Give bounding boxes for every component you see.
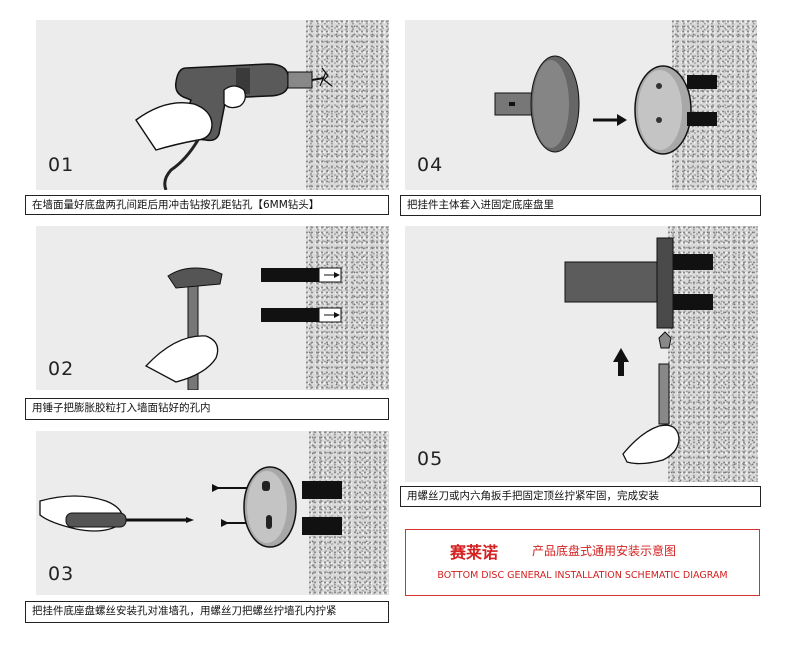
step-02-caption: 用锤子把膨胀胶粒打入墙面钻好的孔内 <box>25 398 389 420</box>
step-number: 05 <box>417 448 444 470</box>
step-03-caption: 把挂件底座盘螺丝安装孔对准墙孔，用螺丝刀把螺丝拧墙孔内拧紧 <box>25 601 389 623</box>
hook-body-icon <box>564 237 713 329</box>
drill-icon <box>135 63 333 190</box>
wall-plug-icon <box>261 267 342 323</box>
base-disc-icon <box>212 466 342 548</box>
step-01-caption: 在墙面量好底盘两孔间距后用冲击钻按孔距钻孔【6MM钻头】 <box>25 195 389 215</box>
hex-key-icon <box>622 331 680 465</box>
screwdriver-icon <box>39 495 194 532</box>
base-disc-icon <box>634 65 717 155</box>
step-03-panel: 03 <box>36 431 389 595</box>
wall-texture <box>306 226 389 390</box>
hammer-icon <box>144 267 223 390</box>
wall-texture <box>672 20 757 190</box>
step-number: 04 <box>417 154 444 176</box>
step-05-panel: 05 <box>405 226 758 482</box>
step-01-panel: 01 <box>36 20 389 190</box>
brand-subtitle: BOTTOM DISC GENERAL INSTALLATION SCHEMAT… <box>437 570 728 581</box>
hook-body-icon <box>494 55 580 153</box>
arrow-icon <box>593 114 627 126</box>
step-number: 01 <box>48 154 75 176</box>
step-04-panel: 04 <box>405 20 757 190</box>
step-04-caption: 把挂件主体套入进固定底座盘里 <box>400 195 761 216</box>
brand-title: 产品底盘式通用安装示意图 <box>532 544 677 558</box>
step-02-panel: 02 <box>36 226 389 390</box>
arrow-icon <box>613 348 629 376</box>
wall-texture <box>309 431 389 595</box>
wall-texture <box>306 20 389 190</box>
step-05-caption: 用螺丝刀或内六角扳手把固定顶丝拧紧牢固，完成安装 <box>400 486 761 507</box>
step-number: 02 <box>48 358 75 380</box>
brand-name: 赛莱诺 <box>450 543 499 562</box>
brand-banner: 赛莱诺 产品底盘式通用安装示意图 BOTTOM DISC GENERAL INS… <box>405 529 760 596</box>
step-number: 03 <box>48 563 75 585</box>
